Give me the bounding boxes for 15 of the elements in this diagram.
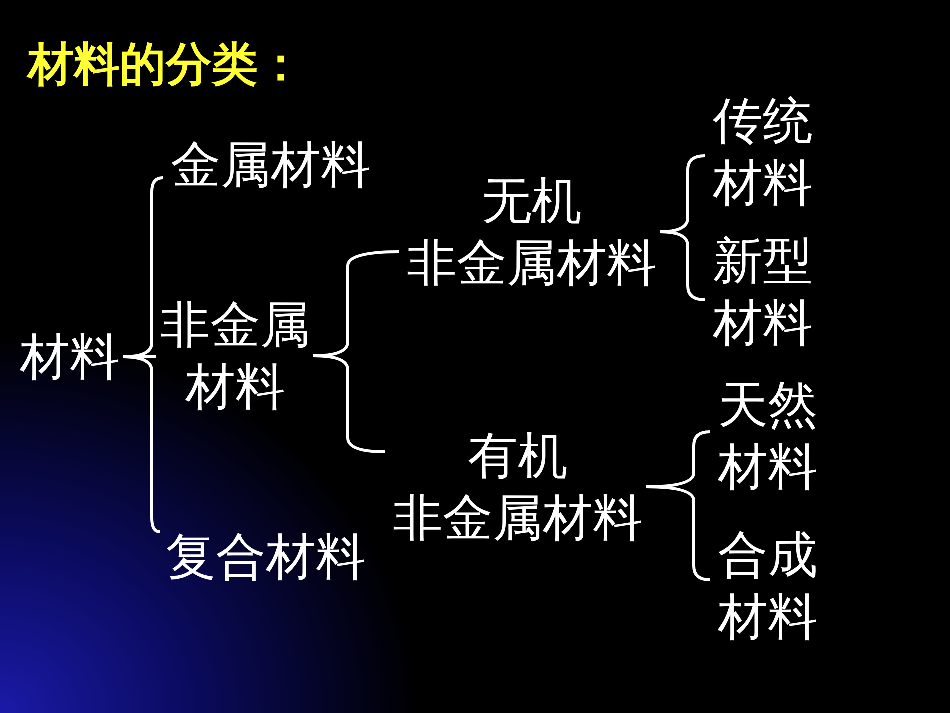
curly-brace xyxy=(122,176,164,534)
category-label: 无机非金属材料 xyxy=(402,170,662,294)
curly-brace xyxy=(644,430,712,582)
curly-brace xyxy=(658,154,706,302)
category-label: 天然材料 xyxy=(713,374,823,498)
category-label: 新型材料 xyxy=(708,230,818,354)
curly-brace xyxy=(312,250,400,454)
category-label: 复合材料 xyxy=(159,526,373,588)
category-label: 合成材料 xyxy=(713,524,823,648)
category-label: 材料 xyxy=(18,326,122,388)
category-label: 传统材料 xyxy=(708,90,818,214)
category-label: 金属材料 xyxy=(164,134,378,196)
category-label: 非金属材料 xyxy=(150,294,313,418)
category-label: 有机非金属材料 xyxy=(388,425,648,549)
slide-title: 材料的分类： xyxy=(28,36,304,93)
